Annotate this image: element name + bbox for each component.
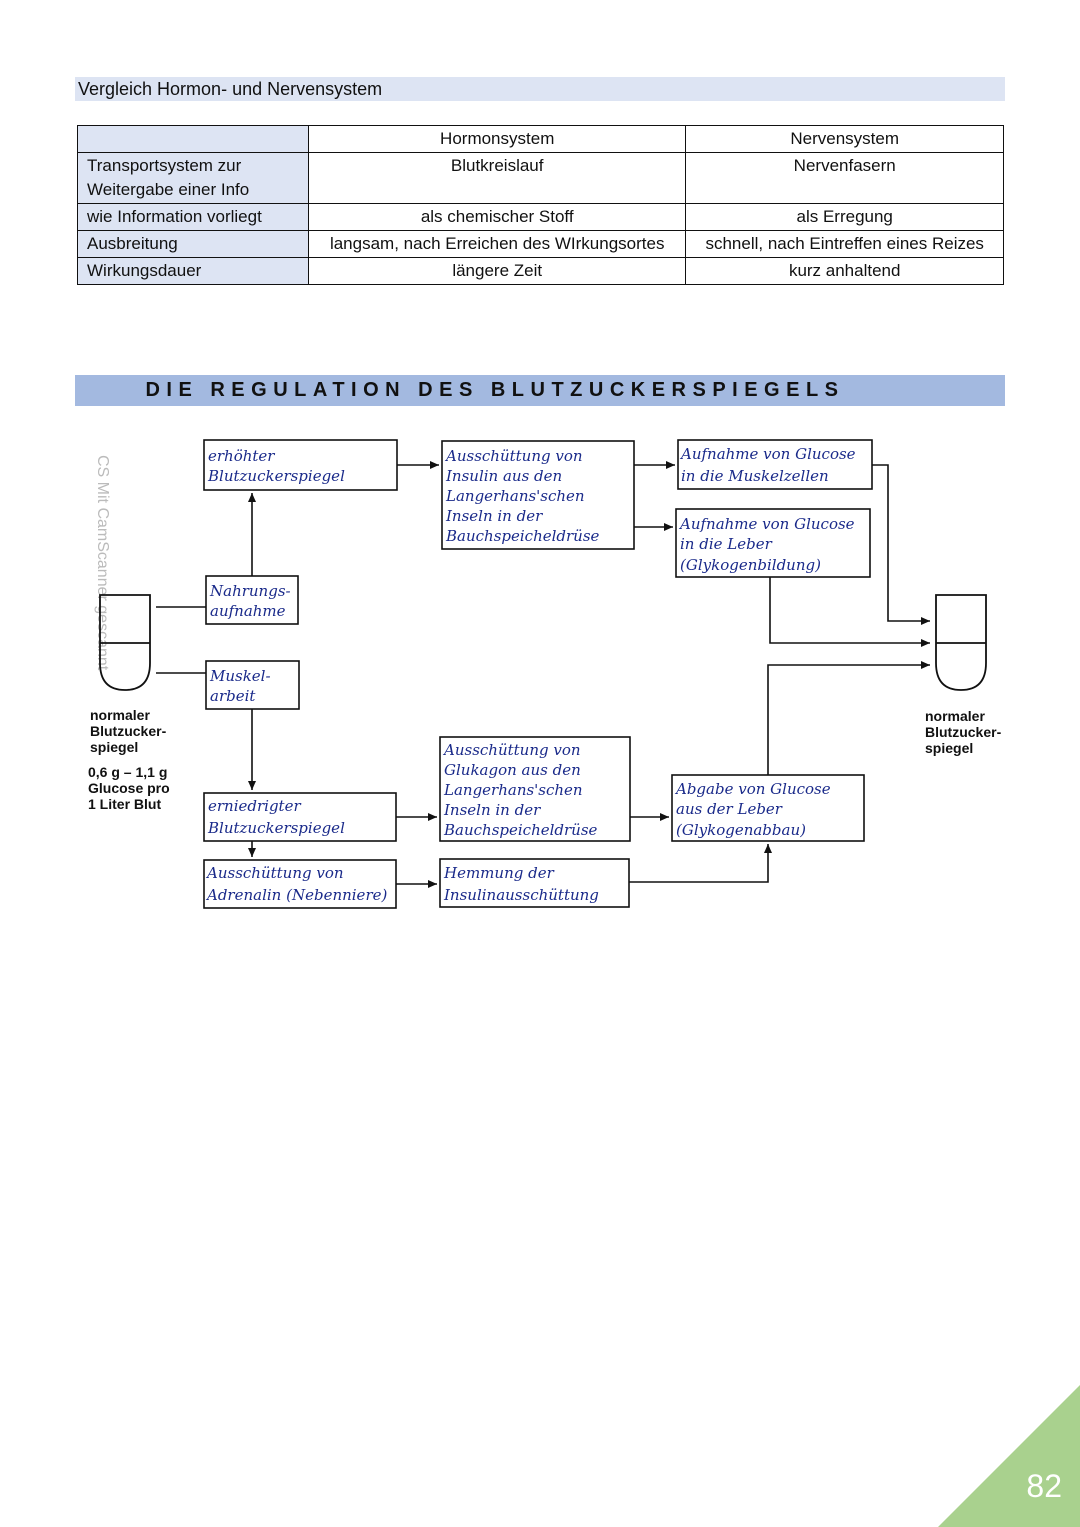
arrow-hemmung-abgabe [629, 844, 772, 883]
row-label: Wirkungsdauer [77, 257, 309, 285]
right-label-line3: spiegel [925, 740, 973, 756]
cell-hormon: als chemischer Stoff [307, 203, 687, 231]
cell-nerven: Nervenfasern [685, 152, 1004, 204]
cell-hormon: langsam, nach Erreichen des WIrkungsorte… [307, 230, 687, 258]
text-erhoehter-1: erhöhter [208, 447, 275, 465]
text-nahrung-2: aufnahme [210, 602, 286, 620]
row-label: wie Information vorliegt [77, 203, 309, 231]
diagram-connectors [156, 461, 930, 888]
right-beaker-icon [935, 594, 987, 691]
text-abgabe-3: (Glykogenabbau) [676, 821, 806, 839]
left-label-line2: Blutzucker- [90, 723, 167, 739]
column-header-hormonsystem: Hormonsystem [307, 125, 687, 153]
text-insulin-1: Ausschüttung von [444, 447, 583, 465]
blood-sugar-diagram: CS Mit CamScanner gescannt normaler Blut… [88, 439, 1002, 909]
page-number: 82 [1026, 1468, 1062, 1504]
text-nahrung-1: Nahrungs- [209, 582, 291, 600]
page-corner-decoration [938, 1385, 1080, 1527]
cell-nerven: kurz anhaltend [685, 257, 1004, 285]
arrow-leber-normal [769, 577, 930, 647]
box-hemmung [439, 858, 630, 908]
text-erniedrigter-1: erniedrigter [208, 797, 301, 815]
table-corner-cell [77, 125, 309, 153]
text-adrenalin-1: Ausschüttung von [205, 864, 344, 882]
arrow-abgabe-normal [767, 661, 930, 775]
left-beaker-icon [99, 594, 151, 691]
text-abgabe-1: Abgabe von Glucose [674, 780, 831, 798]
text-glukagon-3: Langerhans'schen [443, 781, 583, 799]
row-label: Ausbreitung [77, 230, 309, 258]
right-label-line1: normaler [925, 708, 985, 724]
text-leber-1: Aufnahme von Glucose [678, 515, 855, 533]
table-row: Wirkungsdauer längere Zeit kurz anhalten… [77, 257, 1004, 285]
comparison-heading: Vergleich Hormon- und Nervensystem [75, 77, 1005, 101]
left-sub-line1: 0,6 g – 1,1 g [88, 764, 167, 780]
text-glukagon-4: Inseln in der [443, 801, 541, 819]
text-hemmung-1: Hemmung der [443, 864, 555, 882]
left-label-line1: normaler [90, 707, 150, 723]
text-hemmung-2: Insulinausschüttung [443, 886, 599, 904]
column-header-nervensystem: Nervensystem [685, 125, 1004, 153]
right-label-line2: Blutzucker- [925, 724, 1002, 740]
text-insulin-5: Bauchspeicheldrüse [445, 527, 600, 545]
text-insulin-2: Insulin aus den [445, 467, 562, 485]
row-label: Transportsystem zur Weitergabe einer Inf… [77, 152, 309, 204]
table-header-row: Hormonsystem Nervensystem [77, 125, 1004, 153]
cell-nerven: als Erregung [685, 203, 1004, 231]
cell-nerven: schnell, nach Eintreffen eines Reizes [685, 230, 1004, 258]
text-leber-2: in die Leber [680, 535, 773, 553]
cell-hormon: längere Zeit [307, 257, 687, 285]
table-row: Transportsystem zur Weitergabe einer Inf… [77, 152, 1004, 204]
text-abgabe-2: aus der Leber [676, 800, 783, 818]
regulation-title: DIE REGULATION DES BLUTZUCKERSPIEGELS [75, 375, 1005, 406]
text-leber-3: (Glykogenbildung) [680, 556, 821, 574]
text-muskel-2: arbeit [210, 687, 256, 705]
table-row: wie Information vorliegt als chemischer … [77, 203, 1004, 231]
text-adrenalin-2: Adrenalin (Nebenniere) [205, 886, 387, 904]
text-erniedrigter-2: Blutzuckerspiegel [207, 819, 345, 837]
text-glukagon-5: Bauchspeicheldrüse [443, 821, 598, 839]
box-leber [675, 508, 871, 578]
box-glukagon [439, 736, 631, 842]
camscanner-watermark: CS Mit CamScanner gescannt [94, 455, 111, 671]
table-row: Ausbreitung langsam, nach Erreichen des … [77, 230, 1004, 258]
text-glukagon-2: Glukagon aus den [444, 761, 581, 779]
text-muskelzellen-1: Aufnahme von Glucose [679, 445, 856, 463]
text-muskel-1: Muskel- [209, 667, 271, 685]
left-sub-line2: Glucose pro [88, 780, 170, 796]
cell-hormon: Blutkreislauf [307, 152, 687, 204]
arrow-muskelzellen-normal [872, 464, 930, 625]
box-insulin [441, 440, 635, 550]
text-glukagon-1: Ausschüttung von [442, 741, 581, 759]
comparison-table: Hormonsystem Nervensystem Transportsyste… [77, 125, 1004, 285]
text-muskelzellen-2: in die Muskelzellen [681, 467, 829, 485]
left-sub-line3: 1 Liter Blut [88, 796, 161, 812]
text-insulin-4: Inseln in der [445, 507, 543, 525]
text-insulin-3: Langerhans'schen [445, 487, 585, 505]
left-label-line3: spiegel [90, 739, 138, 755]
text-erhoehter-2: Blutzuckerspiegel [207, 467, 345, 485]
